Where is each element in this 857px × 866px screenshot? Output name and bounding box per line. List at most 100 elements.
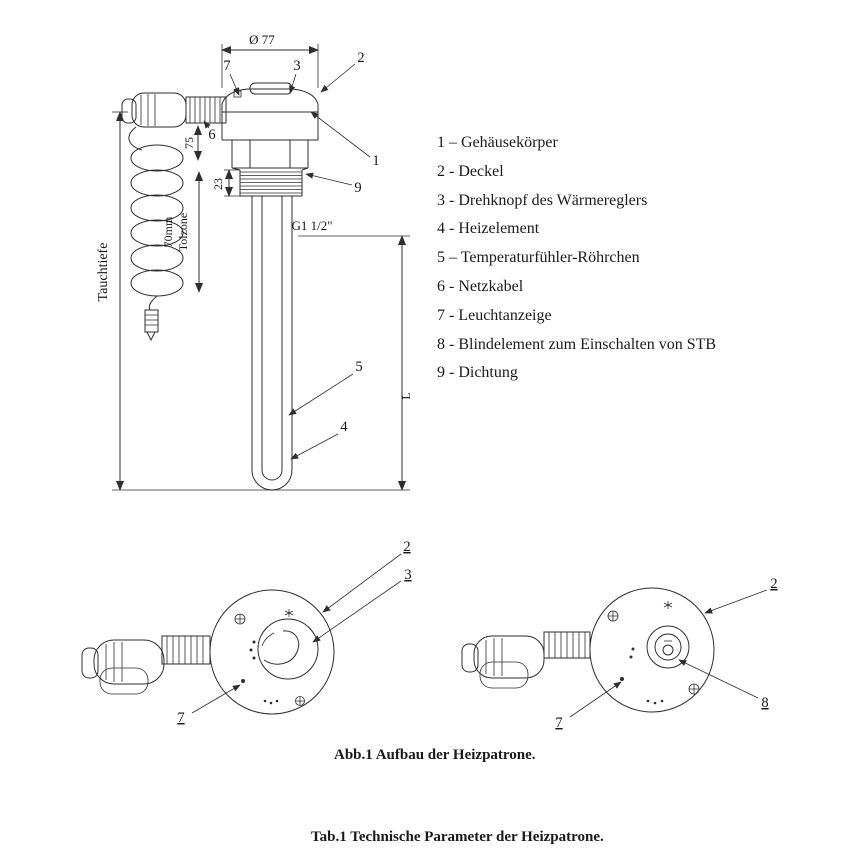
knob-grip-2 <box>261 632 275 647</box>
frost-symbol <box>284 609 294 617</box>
callout-7: 7 <box>223 58 230 74</box>
plug-cap-left-view <box>81 647 99 679</box>
plug-ribs-right-view <box>485 638 503 676</box>
scale-dot <box>252 656 256 660</box>
screw-bottom-right <box>295 696 305 706</box>
plug-body <box>131 92 187 128</box>
cover-circle <box>209 589 335 715</box>
parts-legend: 1 – Gehäusekörper 2 - Deckel 3 - Drehkno… <box>437 129 716 388</box>
knob-grip <box>263 630 300 665</box>
plug-ribs-left-view <box>105 642 123 682</box>
thread-size-label: G1 1/2" <box>291 218 332 233</box>
leader-7 <box>229 73 240 96</box>
leader-left-3 <box>312 580 402 643</box>
gland-hatch-left-view <box>166 636 204 664</box>
knob-circle <box>257 618 319 680</box>
legend-item-9: 9 - Dichtung <box>437 364 518 382</box>
leader-2 <box>320 63 356 93</box>
dim-23-label: 23 <box>211 178 225 190</box>
legend-item-2: 2 - Deckel <box>437 162 504 180</box>
legend-item-4: 4 - Heizelement <box>437 220 540 238</box>
cable-bend <box>128 126 143 151</box>
indicator-lamp <box>241 679 245 683</box>
screw-right-bottom <box>688 683 700 695</box>
legend-item-1: 1 – Gehäusekörper <box>437 134 558 151</box>
callout-left-3: 3 <box>404 567 411 583</box>
frost-symbol-right <box>663 601 673 609</box>
blind-element <box>662 644 674 656</box>
legend-item-3: 3 - Drehknopf des Wärmereglers <box>437 191 648 209</box>
callout-1: 1 <box>372 153 379 169</box>
plug-ribs <box>140 94 156 126</box>
marking-dot <box>660 699 664 703</box>
dim23-ext <box>224 169 240 197</box>
housing-head <box>221 82 319 197</box>
marking-dot <box>646 699 650 703</box>
dim-L-label: L <box>399 392 413 399</box>
leader-left-2 <box>322 553 402 613</box>
leader-right-8 <box>678 659 759 699</box>
dim-tauchtiefe-label: Tauchtiefe <box>96 243 111 302</box>
callout-right-8: 8 <box>761 695 768 711</box>
dimensions: Ø 77 75 23 70mm Tolzone Tauchtiefe G1 1/… <box>96 32 413 491</box>
plug-cap-right-view <box>461 643 479 673</box>
figure-caption: Abb.1 Aufbau der Heizpatrone. <box>334 747 536 763</box>
front-view-left: 2 3 7 <box>81 539 412 726</box>
front-view-right: 2 8 7 <box>461 576 778 731</box>
scale-dot <box>249 648 253 652</box>
callout-5: 5 <box>355 359 362 375</box>
cable-end-tip <box>144 309 159 342</box>
callout-right-7: 7 <box>555 715 562 731</box>
plug-lobe-left-view <box>99 667 149 695</box>
leader-6 <box>203 120 211 129</box>
leader-right-7 <box>569 681 622 718</box>
leader-5 <box>288 373 354 416</box>
main-callouts: 7 3 2 1 9 6 5 4 <box>203 50 380 460</box>
marking-dot <box>653 701 657 705</box>
scale-dot <box>631 647 635 651</box>
legend-item-8: 8 - Blindelement zum Einschalten von STB <box>437 335 717 353</box>
boss-inner <box>654 633 682 661</box>
marking-dot <box>263 699 267 703</box>
dia-ext-lines <box>221 44 319 88</box>
marking-dot <box>275 699 279 703</box>
callout-left-2: 2 <box>403 539 410 555</box>
plug-cap <box>121 98 137 124</box>
cable-coil <box>130 144 184 297</box>
plug-right-view <box>473 635 545 679</box>
screw-right-top <box>607 610 619 622</box>
callout-left-7: 7 <box>177 710 184 726</box>
scale-dot <box>252 640 256 644</box>
marking-dot <box>269 701 273 705</box>
table-caption: Tab.1 Technische Parameter der Heizpatro… <box>311 829 604 845</box>
leader-3 <box>289 73 297 94</box>
cap-body <box>221 104 319 141</box>
callout-9: 9 <box>354 180 361 196</box>
dim-diameter-label: Ø 77 <box>249 32 275 47</box>
main-drawing: Ø 77 75 23 70mm Tolzone Tauchtiefe G1 1/… <box>96 32 413 491</box>
callout-right-2: 2 <box>770 576 777 592</box>
callout-2: 2 <box>357 50 364 66</box>
leader-left-7 <box>191 684 241 714</box>
hex-nut <box>231 140 309 169</box>
plug-lobe-right-view <box>479 661 529 689</box>
leader-right-2 <box>704 589 768 614</box>
leader-4 <box>290 433 339 460</box>
legend-item-7: 7 - Leuchtanzeige <box>437 306 552 324</box>
leader-1 <box>310 111 371 158</box>
heating-tube <box>251 196 293 491</box>
boss-outer <box>646 625 690 669</box>
scale-dot <box>629 655 633 659</box>
screw-top-left <box>234 613 246 625</box>
legend-item-5: 5 – Temperaturfühler-Röhrchen <box>437 249 640 267</box>
gland-left-view <box>161 635 211 665</box>
L-ext-lines <box>112 235 410 491</box>
dim-75-label: 75 <box>182 137 196 149</box>
indicator-lamp-right <box>620 677 624 681</box>
dim-tolzone-label: Tolzone <box>176 213 190 251</box>
callout-3: 3 <box>293 58 300 74</box>
callout-6: 6 <box>208 127 215 143</box>
cable-tail <box>148 295 158 311</box>
